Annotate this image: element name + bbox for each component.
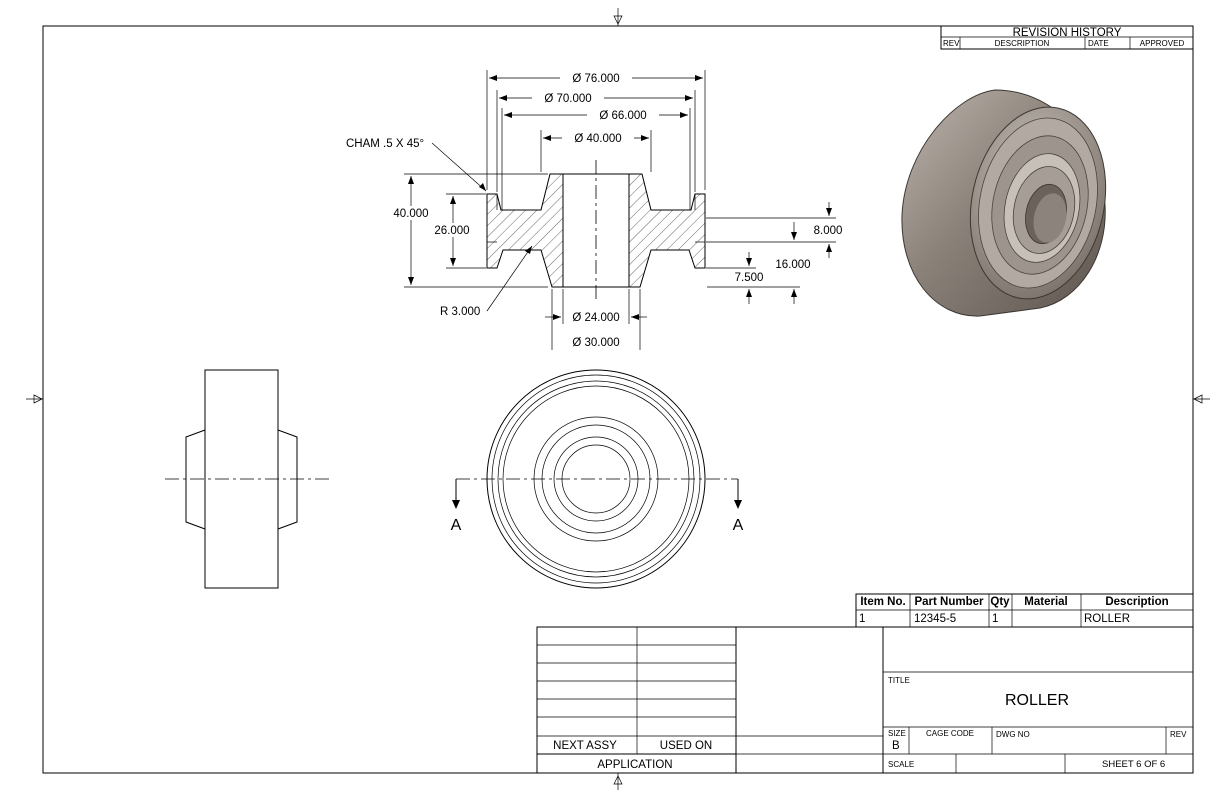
dim-diameter-40: Ø 40.000: [574, 133, 621, 145]
title-block: NEXT ASSY USED ON APPLICATION TITLE ROLL…: [536, 626, 1194, 774]
next-assy-label: NEXT ASSY: [553, 740, 617, 752]
size-value: B: [892, 740, 900, 752]
dim-diameter-66: Ø 66.000: [599, 110, 646, 122]
centering-marks: [26, 8, 1210, 790]
rev-column-header: REV: [943, 39, 960, 48]
revision-history-block: REVISION HISTORY REV DESCRIPTION DATE AP…: [940, 25, 1194, 50]
title-field-label: TITLE: [888, 676, 910, 685]
side-view: [165, 369, 330, 589]
application-label: APPLICATION: [597, 759, 672, 771]
chamfer-callout: CHAM .5 X 45°: [346, 138, 424, 150]
bom-cell-qty: 1: [992, 613, 998, 625]
dim-height-7-5: 7.500: [735, 272, 764, 284]
revision-history-title: REVISION HISTORY: [1013, 27, 1122, 39]
bom-header-item-no: Item No.: [860, 596, 905, 608]
dim-height-40: 40.000: [393, 208, 428, 220]
dim-height-26: 26.000: [434, 225, 469, 237]
size-field-label: SIZE: [888, 729, 906, 738]
bom-header-material: Material: [1024, 596, 1067, 608]
bom-cell-description: ROLLER: [1084, 613, 1130, 625]
drawing-title: ROLLER: [1005, 692, 1069, 709]
bom-header-part-number: Part Number: [914, 596, 984, 608]
isometric-render: [901, 89, 1107, 317]
cage-code-label: CAGE CODE: [926, 729, 974, 738]
bom-header-description: Description: [1105, 596, 1168, 608]
description-column-header: DESCRIPTION: [995, 39, 1050, 48]
dim-diameter-76: Ø 76.000: [572, 73, 619, 85]
section-label-right: A: [733, 517, 744, 534]
radius-callout: R 3.000: [440, 306, 480, 318]
used-on-label: USED ON: [660, 740, 712, 752]
section-view: [486, 160, 706, 300]
dim-diameter-24: Ø 24.000: [572, 312, 619, 324]
approved-column-header: APPROVED: [1140, 39, 1185, 48]
bom-header-qty: Qty: [990, 596, 1010, 608]
dim-diameter-70: Ø 70.000: [544, 93, 591, 105]
left-section-region: [486, 173, 564, 288]
section-label-left: A: [451, 517, 462, 534]
dwg-no-label: DWG NO: [996, 730, 1030, 739]
dim-height-8: 8.000: [814, 225, 843, 237]
bom-cell-part-number: 12345-5: [914, 613, 956, 625]
dim-height-16: 16.000: [775, 259, 810, 271]
bill-of-materials: Item No. Part Number Qty Material Descri…: [855, 593, 1194, 628]
dimensions: Ø 76.000 Ø 70.000 Ø 66.000 Ø 40.000 CHAM…: [346, 70, 842, 350]
scale-label: SCALE: [888, 760, 914, 769]
front-view: A A: [451, 369, 744, 589]
dim-diameter-30: Ø 30.000: [572, 337, 619, 349]
sheet-number: SHEET 6 OF 6: [1102, 759, 1165, 770]
rev-field-label: REV: [1170, 730, 1187, 739]
bom-cell-item-no: 1: [859, 613, 865, 625]
date-column-header: DATE: [1088, 39, 1109, 48]
right-section-region: [628, 173, 706, 288]
